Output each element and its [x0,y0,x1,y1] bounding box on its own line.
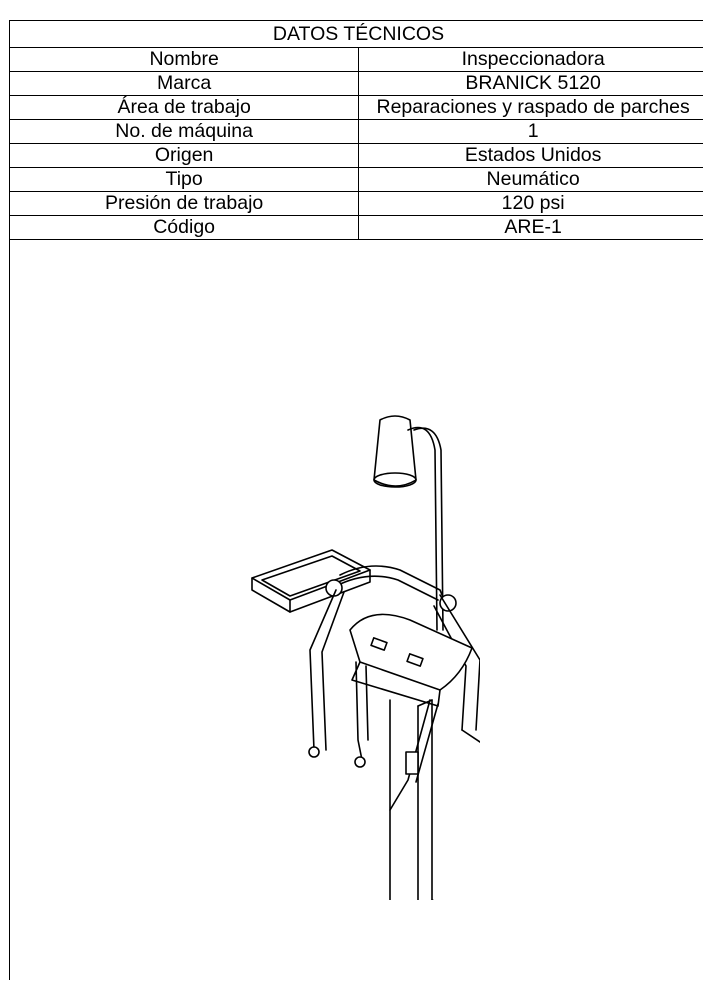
table-title: DATOS TÉCNICOS [10,21,703,48]
row-label: Área de trabajo [10,95,360,120]
row-label: No. de máquina [10,119,360,144]
table-row: Presión de trabajo 120 psi [10,191,703,216]
row-value: ARE-1 [358,215,703,240]
row-value: Reparaciones y raspado de parches [358,95,703,120]
row-label: Marca [10,71,360,96]
table-row: Marca BRANICK 5120 [10,71,703,96]
row-value: Neumático [358,167,703,192]
row-label: Origen [10,143,360,168]
technical-data-table: DATOS TÉCNICOS Nombre Inspeccionadora Ma… [10,21,703,240]
table-row: Código ARE-1 [10,215,703,240]
table-row: Área de trabajo Reparaciones y raspado d… [10,95,703,120]
row-value: 120 psi [358,191,703,216]
technical-data-sheet: DATOS TÉCNICOS Nombre Inspeccionadora Ma… [9,20,703,980]
row-value: BRANICK 5120 [358,71,703,96]
table-row: Tipo Neumático [10,167,703,192]
table-header-row: DATOS TÉCNICOS [10,21,703,48]
row-label: Nombre [10,47,360,72]
row-label: Presión de trabajo [10,191,360,216]
table-row: No. de máquina 1 [10,119,703,144]
row-label: Tipo [10,167,360,192]
table-row: Origen Estados Unidos [10,143,703,168]
row-value: Estados Unidos [358,143,703,168]
machine-figure-area [10,325,703,981]
row-label: Código [10,215,360,240]
row-value: Inspeccionadora [358,47,703,72]
table-row: Nombre Inspeccionadora [10,47,703,72]
row-value: 1 [358,119,703,144]
inspection-machine-illustration [251,415,480,900]
